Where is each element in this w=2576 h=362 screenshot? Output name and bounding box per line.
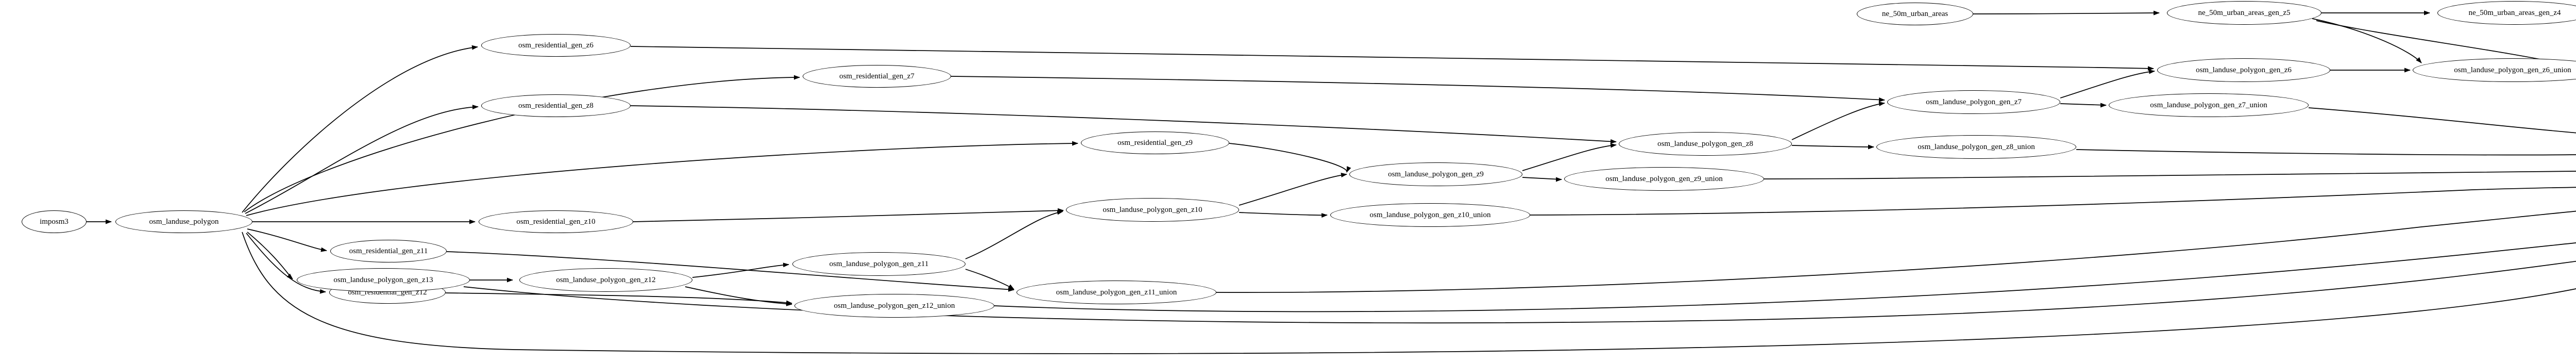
node-osm-landuse-polygon-gen-z10-union[interactable]: osm_landuse_polygon_gen_z10_union <box>1330 203 1530 227</box>
node-label: osm_landuse_polygon <box>149 217 219 226</box>
node-label: osm_landuse_polygon_gen_z11 <box>829 259 929 268</box>
node-label: osm_residential_gen_z6 <box>518 41 594 50</box>
node-osm-residential-gen-z8[interactable]: osm_residential_gen_z8 <box>481 94 631 117</box>
node-label: osm_landuse_polygon_gen_z9 <box>1388 170 1484 178</box>
node-label: osm_landuse_polygon_gen_z10_union <box>1369 210 1491 219</box>
node-label: imposm3 <box>40 217 69 226</box>
node-label: ne_50m_urban_areas <box>1882 9 1948 18</box>
node-osm-residential-gen-z6[interactable]: osm_residential_gen_z6 <box>481 34 631 57</box>
node-label: osm_landuse_polygon_gen_z6 <box>2196 65 2292 74</box>
node-osm-residential-gen-z11[interactable]: osm_residential_gen_z11 <box>330 240 447 262</box>
node-label: osm_landuse_polygon_gen_z8 <box>1657 139 1753 148</box>
node-osm-landuse-polygon-gen-z11[interactable]: osm_landuse_polygon_gen_z11 <box>792 252 965 276</box>
node-label: ne_50m_urban_areas_gen_z4 <box>2468 8 2561 17</box>
node-label: osm_residential_gen_z7 <box>839 72 914 80</box>
node-osm-landuse-polygon[interactable]: osm_landuse_polygon <box>115 210 252 233</box>
node-label: osm_landuse_polygon_gen_z6_union <box>2454 65 2571 74</box>
node-osm-landuse-polygon-gen-z10[interactable]: osm_landuse_polygon_gen_z10 <box>1066 198 1239 222</box>
node-label: osm_residential_gen_z10 <box>516 217 596 226</box>
node-osm-landuse-polygon-gen-z11-union[interactable]: osm_landuse_polygon_gen_z11_union <box>1016 281 1216 304</box>
node-ne-50m-urban-areas[interactable]: ne_50m_urban_areas <box>1857 3 1973 25</box>
node-label: osm_residential_gen_z8 <box>518 101 594 110</box>
node-label: osm_landuse_polygon_gen_z7_union <box>2150 101 2267 109</box>
node-osm-landuse-polygon-gen-z12-union[interactable]: osm_landuse_polygon_gen_z12_union <box>794 294 994 318</box>
node-osm-landuse-polygon-gen-z7[interactable]: osm_landuse_polygon_gen_z7 <box>1887 90 2060 114</box>
node-osm-residential-gen-z7[interactable]: osm_residential_gen_z7 <box>803 65 951 88</box>
node-label: osm_residential_gen_z9 <box>1117 138 1193 147</box>
node-label: osm_landuse_polygon_gen_z7 <box>1926 97 2022 106</box>
node-osm-landuse-polygon-gen-z9[interactable]: osm_landuse_polygon_gen_z9 <box>1349 162 1522 186</box>
node-label: osm_landuse_polygon_gen_z10 <box>1103 205 1202 214</box>
node-osm-landuse-polygon-gen-z8[interactable]: osm_landuse_polygon_gen_z8 <box>1619 132 1792 156</box>
node-osm-landuse-polygon-gen-z8-union[interactable]: osm_landuse_polygon_gen_z8_union <box>1876 135 2076 159</box>
node-label: osm_landuse_polygon_gen_z13 <box>333 275 433 284</box>
node-osm-landuse-polygon-gen-z7-union[interactable]: osm_landuse_polygon_gen_z7_union <box>2109 93 2309 117</box>
node-label: osm_landuse_polygon_gen_z11_union <box>1056 288 1177 297</box>
node-label: ne_50m_urban_areas_gen_z5 <box>2198 8 2291 17</box>
node-osm-landuse-polygon-gen-z13[interactable]: osm_landuse_polygon_gen_z13 <box>297 268 470 292</box>
node-osm-landuse-polygon-gen-z6[interactable]: osm_landuse_polygon_gen_z6 <box>2157 58 2330 82</box>
node-osm-residential-gen-z9[interactable]: osm_residential_gen_z9 <box>1081 131 1229 154</box>
node-label: osm_residential_gen_z11 <box>349 246 428 255</box>
node-ne-50m-urban-areas-gen-z5[interactable]: ne_50m_urban_areas_gen_z5 <box>2167 1 2321 25</box>
node-label: osm_landuse_polygon_gen_z8_union <box>1918 142 2035 151</box>
node-label: osm_landuse_polygon_gen_z12_union <box>834 301 955 310</box>
node-osm-landuse-polygon-gen-z9-union[interactable]: osm_landuse_polygon_gen_z9_union <box>1564 167 1764 191</box>
node-label: osm_landuse_polygon_gen_z9_union <box>1605 174 1723 183</box>
node-imposm3[interactable]: imposm3 <box>22 210 87 233</box>
node-osm-landuse-polygon-gen-z12[interactable]: osm_landuse_polygon_gen_z12 <box>519 268 692 292</box>
node-osm-residential-gen-z10[interactable]: osm_residential_gen_z10 <box>479 210 633 233</box>
node-label: osm_landuse_polygon_gen_z12 <box>556 275 656 284</box>
